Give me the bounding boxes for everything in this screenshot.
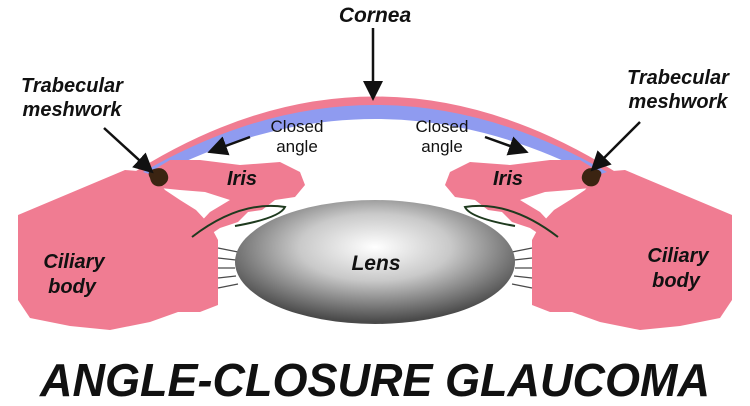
diagram-title: ANGLE-CLOSURE GLAUCOMA xyxy=(39,354,710,406)
trabecular-pointer-arrow-left xyxy=(103,127,154,174)
closed-angle-label-left-line2: angle xyxy=(276,137,318,156)
trabecular-label-left-line2: meshwork xyxy=(23,99,123,121)
iris-label-left: Iris xyxy=(227,168,257,190)
zonule-fibers-right xyxy=(511,247,533,289)
zonule-fibers-left xyxy=(217,247,239,289)
iris-right xyxy=(445,160,600,244)
iris-label-right: Iris xyxy=(493,168,523,190)
cornea-inner xyxy=(143,105,607,176)
closed-angle-arrow-right xyxy=(484,135,529,156)
trabecular-label-right-line1: Trabecular xyxy=(627,67,730,89)
ciliary-body-left xyxy=(18,170,218,330)
trabecular-label-right-line2: meshwork xyxy=(629,91,729,113)
lens xyxy=(235,200,515,324)
aqueous-flow-right xyxy=(463,204,559,238)
closed-angle-label-right-line1: Closed xyxy=(416,117,469,136)
lens-label: Lens xyxy=(351,252,400,275)
aqueous-flow-left xyxy=(191,204,287,238)
trabecular-label-left-line1: Trabecular xyxy=(21,75,124,97)
trabecular-meshwork-right xyxy=(581,168,602,187)
ciliary-label-right-line1: Ciliary xyxy=(647,245,709,267)
iris-left xyxy=(150,160,305,244)
cornea-outer xyxy=(125,96,625,178)
ciliary-label-left-line1: Ciliary xyxy=(43,251,105,273)
ciliary-label-right-line2: body xyxy=(652,270,701,292)
closed-angle-arrow-left xyxy=(207,135,251,156)
ciliary-label-left-line2: body xyxy=(48,276,97,298)
closed-angle-label-right-line2: angle xyxy=(421,137,463,156)
closed-angle-label-left-line1: Closed xyxy=(271,117,324,136)
cornea-label: Cornea xyxy=(339,4,412,27)
trabecular-pointer-arrow-right xyxy=(590,121,641,172)
ciliary-body-right xyxy=(532,170,732,330)
